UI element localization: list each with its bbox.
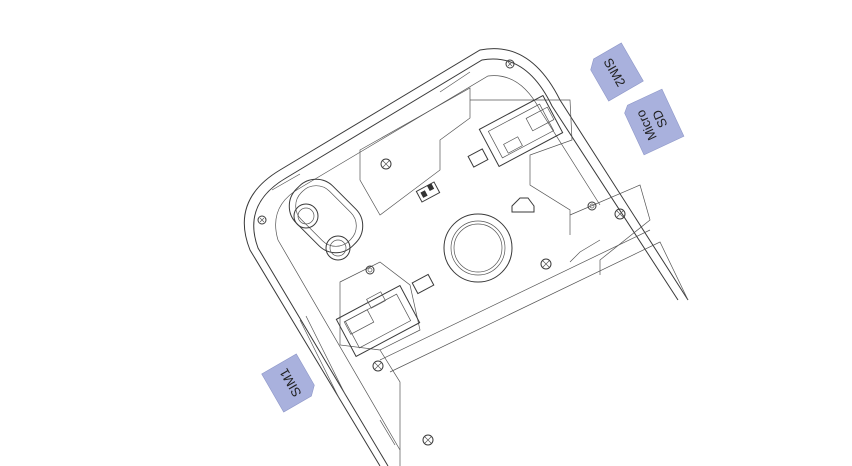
fingerprint-sensor <box>443 213 513 283</box>
sd-label: SD <box>649 107 670 130</box>
phone-housing <box>243 48 689 466</box>
sim2-card: SIM2 <box>590 42 644 102</box>
mid-frame <box>339 87 689 466</box>
top-card-tray <box>478 94 564 168</box>
sim1-card: SIM1 <box>261 353 315 413</box>
screws <box>257 59 626 446</box>
micro-sd-card: Micro SD <box>624 88 685 156</box>
bottom-card-tray <box>335 284 421 358</box>
small-components <box>271 71 601 446</box>
camera-module <box>288 178 364 261</box>
